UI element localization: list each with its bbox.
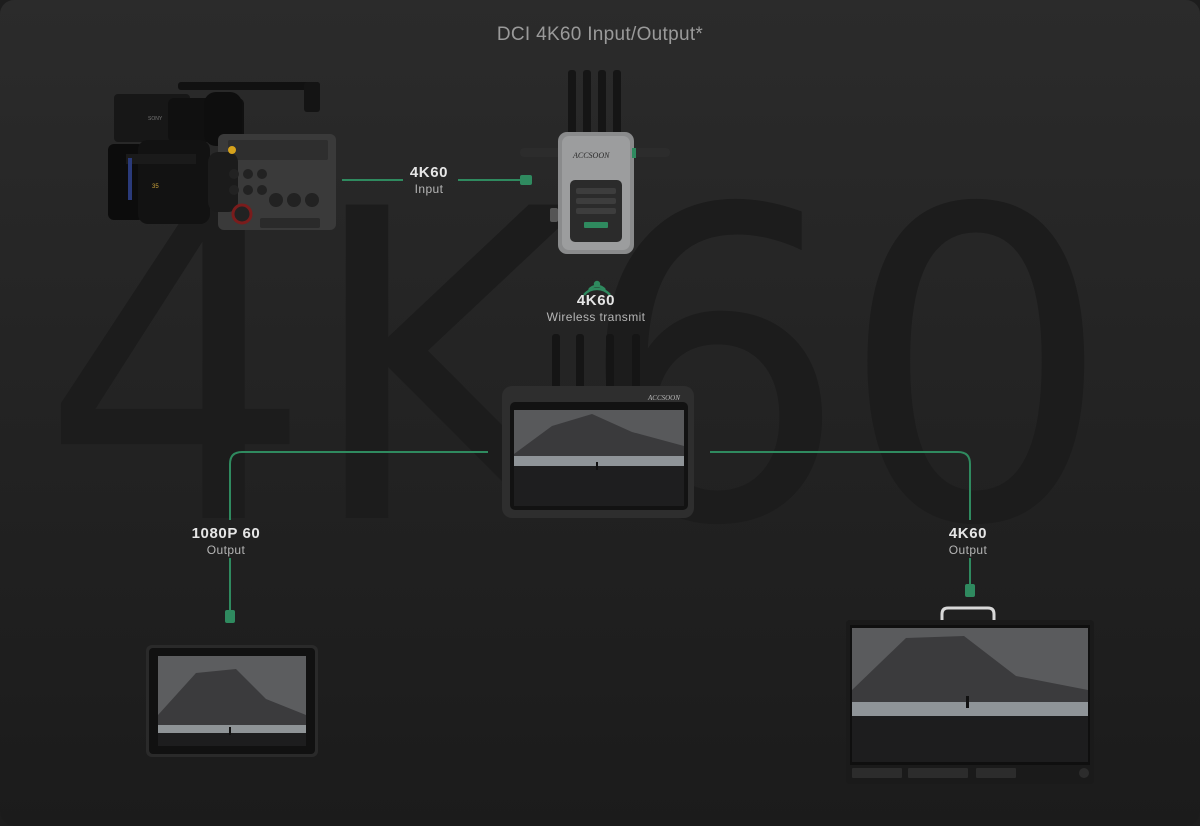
camera-brand-logo: SONY bbox=[148, 116, 163, 122]
output-right-label: 4K60 Output bbox=[898, 525, 1038, 557]
output-left-label-value: 1080P 60 bbox=[191, 525, 261, 542]
output-right-label-sub: Output bbox=[948, 543, 988, 557]
wireless-transmitter-image: ACCSOON bbox=[520, 70, 670, 254]
receiver-brand-logo: ACCSOON bbox=[647, 394, 680, 402]
right-output-wire-top bbox=[710, 451, 971, 520]
small-monitor-plug bbox=[225, 610, 235, 623]
receiver-screen bbox=[514, 410, 684, 506]
small-monitor-screen bbox=[158, 656, 306, 746]
input-label-value: 4K60 bbox=[409, 164, 449, 181]
wireless-label-value: 4K60 bbox=[576, 292, 616, 309]
large-monitor-plug bbox=[965, 584, 975, 597]
cinema-camera-image: SONY 35 bbox=[108, 82, 336, 230]
input-label: 4K60 Input bbox=[359, 164, 499, 196]
input-label-sub: Input bbox=[414, 182, 444, 196]
large-reference-monitor-image bbox=[846, 606, 1094, 784]
diagram-title: DCI 4K60 Input/Output* bbox=[496, 24, 704, 45]
small-monitor-image bbox=[146, 645, 318, 757]
large-monitor-screen bbox=[852, 628, 1088, 762]
output-left-label: 1080P 60 Output bbox=[156, 525, 296, 557]
left-output-wire-top bbox=[229, 451, 488, 520]
transmitter-input-plug bbox=[520, 175, 532, 185]
output-left-label-sub: Output bbox=[206, 543, 246, 557]
wireless-label: 4K60 Wireless transmit bbox=[526, 292, 666, 324]
wireless-label-sub: Wireless transmit bbox=[546, 310, 646, 324]
wireless-signal-icon bbox=[583, 280, 611, 296]
monitor-receiver-image: ACCSOON bbox=[502, 334, 694, 518]
transmitter-brand-logo: ACCSOON bbox=[572, 151, 610, 160]
output-right-label-value: 4K60 bbox=[948, 525, 988, 542]
svg-text:35: 35 bbox=[152, 184, 159, 190]
